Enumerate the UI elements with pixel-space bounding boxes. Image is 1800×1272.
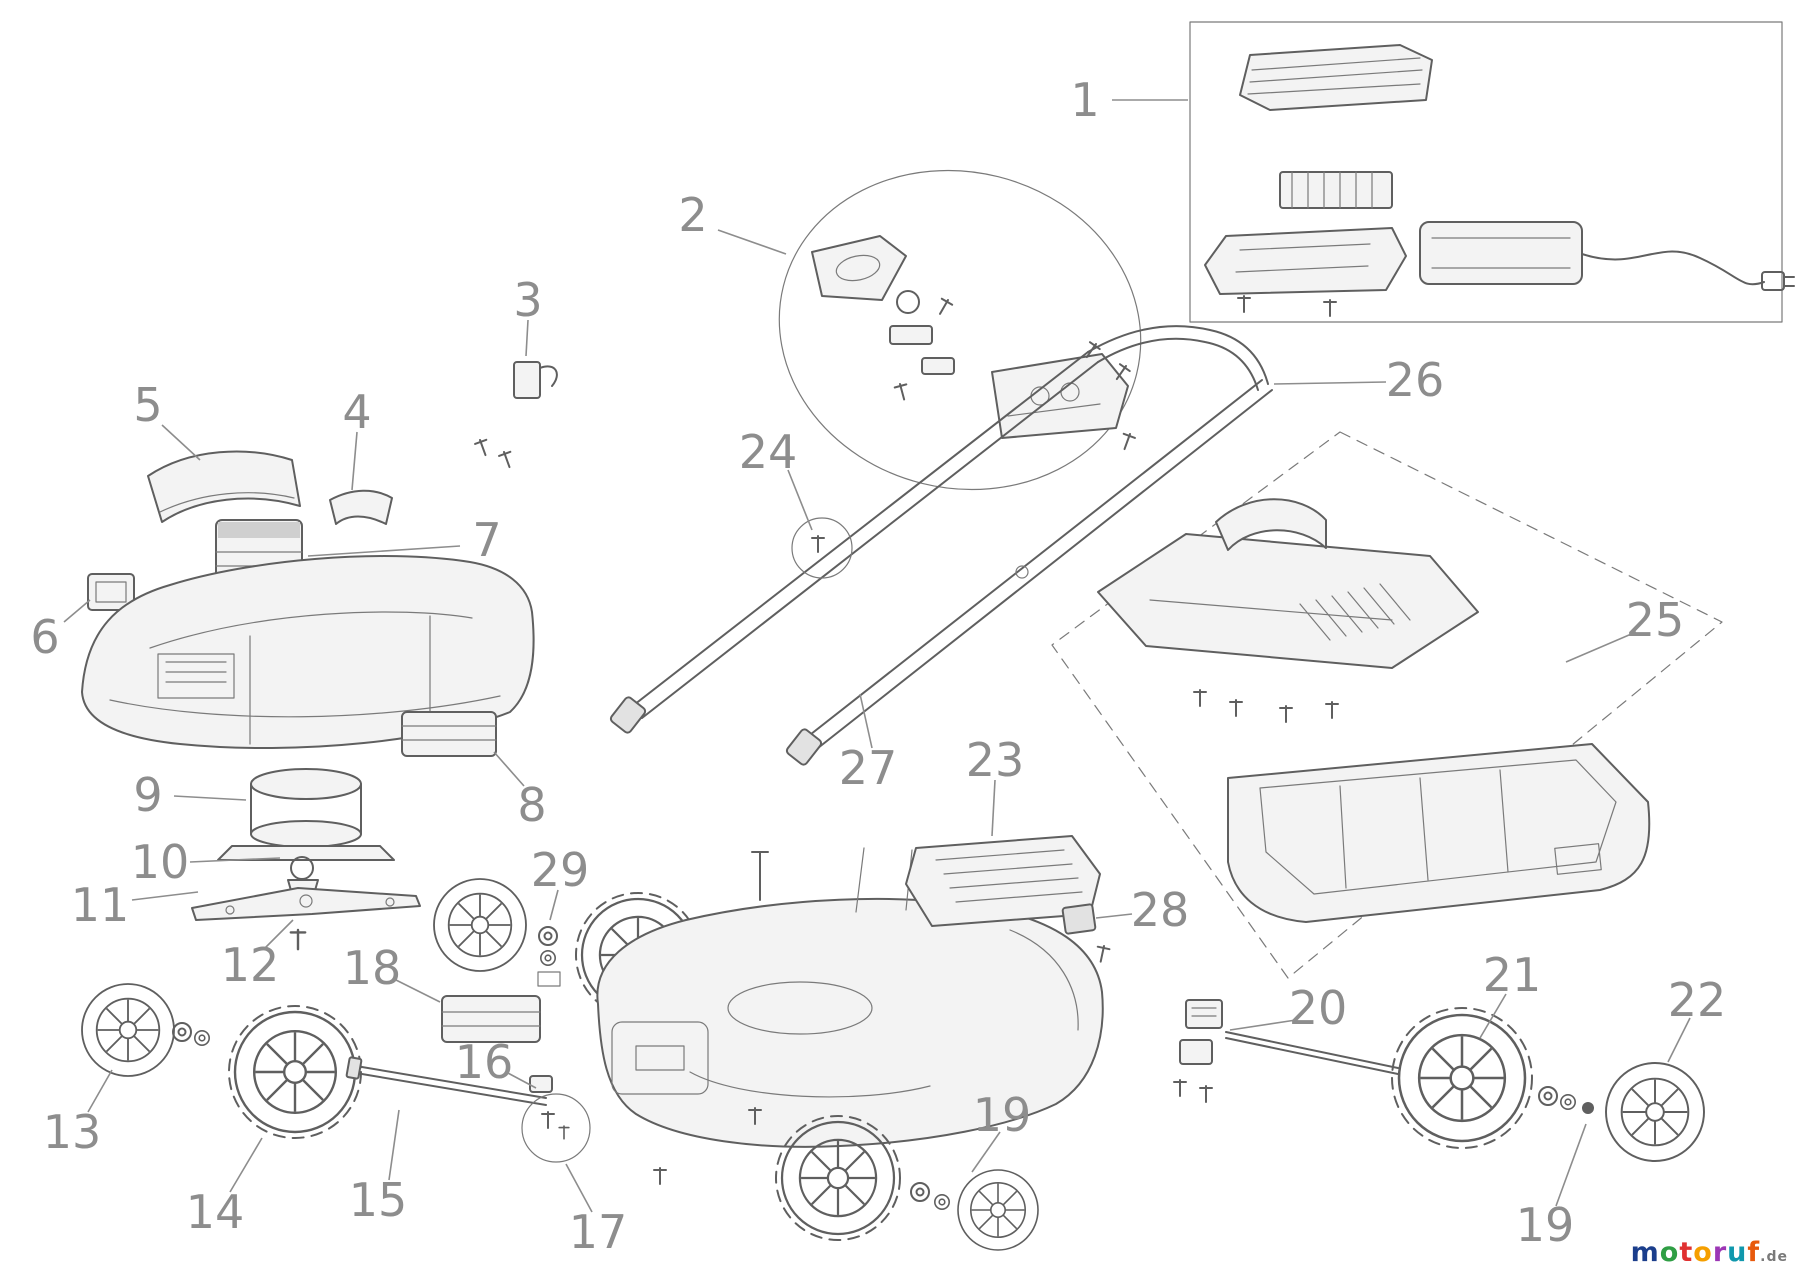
watermark-letter: m [1630, 1237, 1660, 1268]
callout-label-8: 8 [517, 778, 546, 832]
callout-label-23: 23 [966, 733, 1025, 787]
mower-deck-drawing [596, 835, 1111, 1251]
callout-label-21: 21 [1483, 948, 1542, 1002]
callout-leader-29 [549, 889, 559, 921]
callout-label-10: 10 [131, 835, 190, 889]
callout-label-29: 29 [531, 843, 590, 897]
callout-label-28: 28 [1131, 883, 1190, 937]
callout-leader-15 [388, 1109, 400, 1181]
callout-label-6: 6 [30, 610, 59, 664]
callout-leader-20 [1229, 1019, 1297, 1031]
watermark-suffix: .de [1760, 1249, 1788, 1265]
callout-leader-13 [87, 1069, 113, 1113]
callout-label-26: 26 [1386, 353, 1445, 407]
upper-housing-assembly-drawing [81, 361, 558, 757]
callout-label-7: 7 [472, 513, 501, 567]
watermark-letter: u [1727, 1237, 1748, 1268]
callout-label-22: 22 [1668, 973, 1727, 1027]
callout-label-27: 27 [839, 741, 898, 795]
callout-leader-9 [173, 795, 247, 801]
callout-label-1: 1 [1070, 73, 1099, 127]
rear-axle-wheels-drawing [1173, 999, 1705, 1162]
callout-leader-18 [395, 979, 441, 1003]
callout-label-9: 9 [133, 768, 162, 822]
callout-leader-25 [1565, 631, 1637, 663]
callout-leader-12 [264, 919, 294, 949]
watermark-letter: f [1747, 1237, 1761, 1268]
watermark-letter: t [1679, 1237, 1694, 1268]
callout-label-14: 14 [186, 1185, 245, 1239]
callout-leader-4 [351, 431, 358, 491]
callout-leader-3 [525, 319, 529, 357]
callout-label-12: 12 [221, 938, 280, 992]
callout-leader-10 [189, 857, 281, 863]
callout-leader-19 [971, 1131, 1001, 1173]
callout-label-25: 25 [1626, 593, 1685, 647]
callout-label-19: 19 [1516, 1198, 1575, 1252]
callout-label-13: 13 [43, 1105, 102, 1159]
callout-leader-26 [1273, 381, 1387, 385]
grass-catcher-drawing [1051, 431, 1723, 979]
callout-leader-8 [493, 751, 525, 787]
callout-label-24: 24 [739, 425, 798, 479]
callout-leader-19 [1555, 1123, 1587, 1207]
callout-leader-14 [229, 1137, 263, 1193]
callout-leader-22 [1667, 1017, 1691, 1063]
callout-label-5: 5 [133, 378, 162, 432]
front-axle-wheels-drawing [81, 878, 701, 1163]
handlebar-tubes-drawing [609, 325, 1273, 766]
callout-label-16: 16 [455, 1035, 514, 1089]
callout-leader-27 [859, 693, 873, 749]
callout-leader-6 [63, 599, 91, 623]
battery-charger-kit-drawing [1189, 21, 1795, 323]
callout-leader-21 [1479, 993, 1507, 1039]
callout-label-4: 4 [342, 385, 371, 439]
callout-leader-28 [1095, 913, 1133, 919]
callout-label-11: 11 [71, 878, 130, 932]
callout-label-17: 17 [569, 1205, 628, 1259]
callout-label-15: 15 [349, 1173, 408, 1227]
handle-console-detail-drawing [778, 169, 1142, 491]
watermark-letter: o [1659, 1237, 1680, 1268]
watermark-logo: motoruf.de [1631, 1237, 1788, 1268]
callout-leader-24 [787, 469, 813, 531]
motor-blade-stack-drawing [191, 768, 421, 951]
callout-leader-23 [991, 779, 996, 837]
callout-label-19: 19 [973, 1088, 1032, 1142]
callout-label-20: 20 [1289, 981, 1348, 1035]
callout-label-3: 3 [513, 273, 542, 327]
watermark-letter: o [1693, 1237, 1713, 1268]
callout-label-18: 18 [343, 941, 402, 995]
callout-leader-11 [131, 891, 199, 901]
callout-label-2: 2 [678, 188, 707, 242]
callout-leader-2 [717, 229, 787, 255]
callout-leader-17 [565, 1163, 593, 1213]
callout-leader-7 [307, 545, 461, 557]
watermark-letter: r [1712, 1237, 1728, 1268]
callout-leader-5 [161, 424, 201, 461]
callout-leader-16 [505, 1071, 537, 1089]
